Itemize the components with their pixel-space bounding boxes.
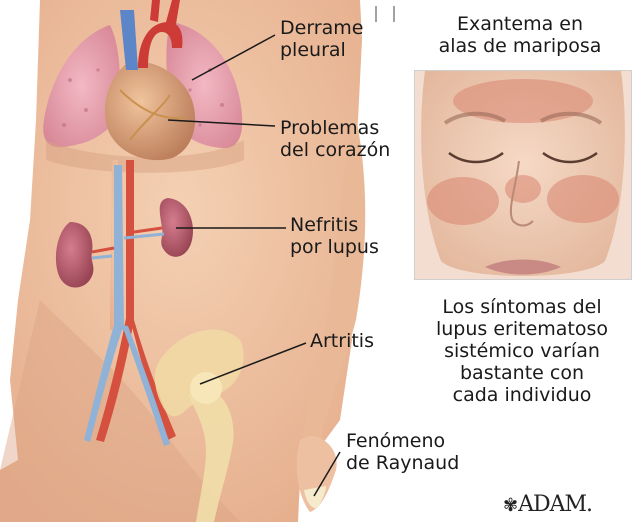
adam-logo: ✾ADAM.: [503, 492, 592, 517]
label-arthritis: Artritis: [310, 330, 374, 352]
face-inset: [414, 70, 632, 280]
label-lupus-nephritis: Nefritis por lupus: [290, 214, 379, 258]
label-raynaud: Fenómeno de Raynaud: [346, 430, 459, 474]
abdominal-aorta: [126, 160, 134, 320]
face-illustration: [415, 71, 631, 279]
asterisk-star-icon: ✾: [503, 495, 517, 516]
caption: Los síntomas del lupus eritematoso sisté…: [414, 296, 630, 406]
label-butterfly-rash: Exantema en alas de mariposa: [420, 13, 620, 57]
label-pleural-effusion: Derrame pleural: [280, 17, 363, 61]
label-heart-problems: Problemas del corazón: [280, 117, 390, 161]
